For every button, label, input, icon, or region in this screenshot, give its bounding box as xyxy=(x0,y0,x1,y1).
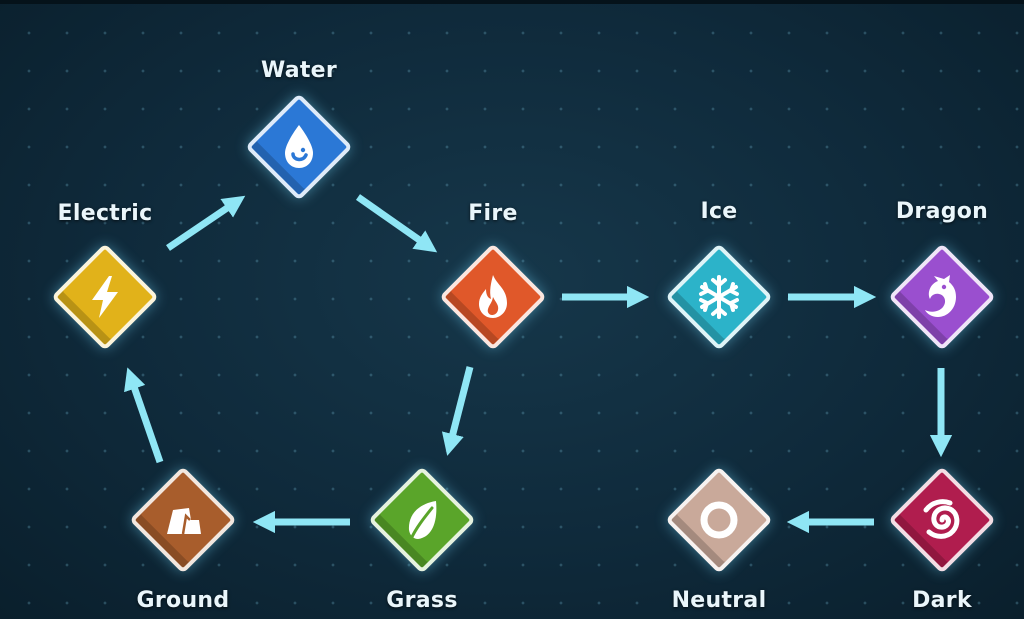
type-node-ice[interactable] xyxy=(659,237,779,357)
type-node-dark[interactable] xyxy=(882,460,1002,580)
type-label-dragon: Dragon xyxy=(895,199,989,224)
type-label-dark: Dark xyxy=(912,588,972,613)
leaf-icon xyxy=(408,501,437,541)
flame-icon xyxy=(479,275,507,318)
type-node-ground[interactable] xyxy=(123,460,243,580)
spiral-icon xyxy=(923,499,960,539)
lightning-bolt-icon xyxy=(92,276,118,318)
type-label-ground: Ground xyxy=(136,588,230,613)
type-node-fire[interactable] xyxy=(433,237,553,357)
arrow-water-to-fire xyxy=(355,194,438,253)
rock-icon xyxy=(167,508,201,535)
arrow-electric-to-water xyxy=(166,195,246,251)
type-label-ice: Ice xyxy=(700,199,738,224)
dragon-head-icon xyxy=(925,275,956,317)
arrow-ground-to-electric xyxy=(124,367,164,464)
snowflake-icon xyxy=(699,275,739,319)
arrow-fire-to-grass xyxy=(441,366,474,456)
type-node-neutral[interactable] xyxy=(659,460,779,580)
ring-icon xyxy=(700,501,738,539)
water-drop-icon xyxy=(285,125,313,168)
type-label-water: Water xyxy=(260,58,338,83)
type-label-grass: Grass xyxy=(386,588,458,613)
type-node-dragon[interactable] xyxy=(882,237,1002,357)
type-label-fire: Fire xyxy=(468,201,518,226)
type-label-electric: Electric xyxy=(57,201,153,226)
type-node-grass[interactable] xyxy=(362,460,482,580)
top-edge-bar xyxy=(0,0,1024,4)
type-node-water[interactable] xyxy=(239,87,359,207)
type-node-electric[interactable] xyxy=(45,237,165,357)
type-label-neutral: Neutral xyxy=(671,588,767,613)
